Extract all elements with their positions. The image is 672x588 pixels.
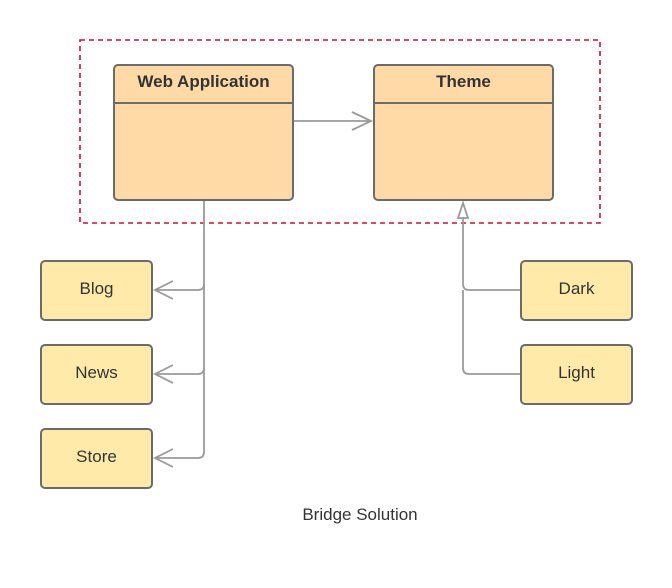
bridge-association-arrow [293,111,374,131]
store-class: Store [40,428,153,489]
diagram-caption: Bridge Solution [302,505,418,524]
web-application-title: Web Application [115,66,292,104]
arrowhead-store [152,448,174,468]
connector-dark [462,218,520,291]
light-class: Light [520,344,633,405]
abstraction-subclass-connectors [152,200,205,468]
theme-title: Theme [375,66,552,104]
news-class: News [40,344,153,405]
arrowhead-news [152,364,174,384]
implementor-inheritance-connectors [456,200,520,375]
theme-class: Theme [373,64,554,201]
blog-class: Blog [40,260,153,321]
connector-blog [155,200,205,291]
connector-light [462,290,520,375]
bridge-group-boundary [79,39,601,224]
inheritance-triangle [456,200,470,219]
dark-class: Dark [520,260,633,321]
arrowhead-blog [152,280,174,300]
connector-store [155,368,205,459]
web-application-class: Web Application [113,64,294,201]
connector-news [155,284,205,375]
